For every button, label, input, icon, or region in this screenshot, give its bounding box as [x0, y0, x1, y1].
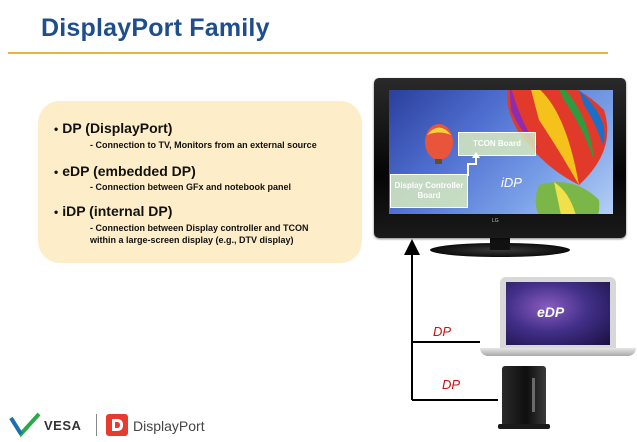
bullet-heading-idp: iDP (internal DP)	[62, 203, 173, 219]
tower-stripe	[532, 378, 535, 412]
idp-link-label: iDP	[501, 175, 522, 190]
edp-label: eDP	[537, 304, 565, 320]
bullet-desc-idp-line2: within a large-screen display (e.g., DTV…	[90, 235, 294, 245]
bullet-edp: •eDP (embedded DP)	[54, 163, 196, 179]
bullet-desc-dp: - Connection to TV, Monitors from an ext…	[90, 140, 317, 150]
balloons-illustration	[425, 90, 608, 214]
display-controller-board-label: Display Controller Board	[390, 174, 468, 208]
title-divider	[8, 52, 608, 54]
bullet-idp: •iDP (internal DP)	[54, 203, 172, 219]
display-controller-line1: Display Controller	[394, 181, 464, 190]
dp-label-laptop: DP	[433, 324, 452, 339]
display-controller-line2: Board	[417, 191, 441, 200]
tv-stand-base	[430, 243, 570, 257]
bullet-dot: •	[54, 165, 59, 179]
balloon-small	[425, 124, 453, 164]
bullet-dp: •DP (DisplayPort)	[54, 120, 172, 136]
dp-label-tower: DP	[442, 377, 461, 392]
displayport-logo-icon	[106, 414, 128, 436]
vesa-logo-icon	[9, 412, 41, 438]
bullet-heading-edp: eDP (embedded DP)	[62, 163, 196, 179]
bullet-desc-idp-line1: - Connection between Display controller …	[90, 223, 309, 233]
tv-stand-neck	[490, 236, 510, 250]
bullet-dot: •	[54, 122, 59, 136]
page-title: DisplayPort Family	[41, 14, 270, 42]
idp-arrowhead	[472, 152, 480, 158]
laptop-screen	[506, 282, 610, 345]
idp-link-line	[467, 156, 477, 176]
bullet-heading-dp: DP (DisplayPort)	[62, 120, 173, 136]
tower-base	[498, 424, 550, 429]
logo-divider	[96, 414, 97, 436]
displayport-logo-text: DisplayPort	[133, 418, 205, 434]
tv-brand-mark: LG	[492, 218, 499, 224]
balloon-large	[507, 90, 608, 185]
vesa-logo-text: VESA	[44, 418, 82, 433]
laptop-base	[480, 348, 636, 356]
bullet-dot: •	[54, 205, 59, 219]
desktop-tower-image	[502, 366, 546, 426]
tcon-board-label: TCON Board	[458, 132, 536, 156]
description-panel: •DP (DisplayPort) - Connection to TV, Mo…	[38, 101, 362, 263]
balloon-bottom	[535, 182, 600, 214]
bullet-desc-edp: - Connection between GFx and notebook pa…	[90, 182, 292, 192]
